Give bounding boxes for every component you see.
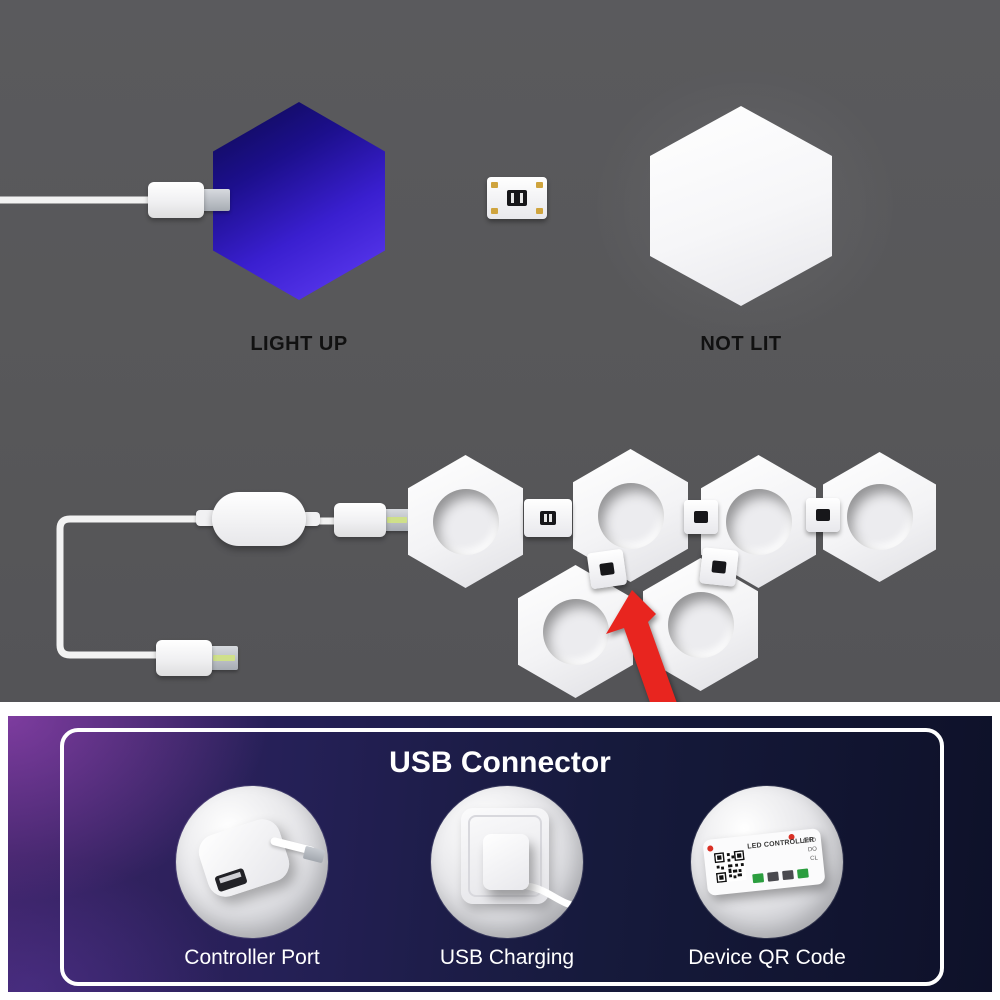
usb-connector-panel: USB Connector xyxy=(8,716,992,992)
mounting-hole xyxy=(542,598,609,665)
gold-pad-icon xyxy=(491,182,498,188)
panel-title: USB Connector xyxy=(389,746,611,779)
usb-plug-icon xyxy=(148,182,204,218)
gold-pad-icon xyxy=(536,182,543,188)
usb-plug-tip-icon xyxy=(202,189,230,211)
panel-border xyxy=(60,728,944,986)
pin-label: CL xyxy=(809,855,819,863)
connector-slot xyxy=(816,509,830,521)
splitter-nub xyxy=(196,510,216,526)
usb-connector-section: USB Connector xyxy=(0,702,1000,1000)
not-lit-label: NOT LIT xyxy=(700,333,782,355)
usb-charger xyxy=(483,834,529,890)
usb-plug-tip-icon xyxy=(384,509,410,531)
mounting-hole xyxy=(846,484,913,550)
device-qr-photo: LED CONTROLLER GND DO CL xyxy=(691,786,843,938)
gold-pad-icon xyxy=(491,208,498,214)
mounting-hole xyxy=(667,591,734,658)
connector-slot xyxy=(507,190,527,206)
hexagon-link-connector-icon xyxy=(586,548,628,590)
usb-plug-icon xyxy=(156,640,212,676)
usb-plug-icon xyxy=(334,503,386,537)
connector-slot xyxy=(694,511,708,523)
hexagon-link-connector-icon xyxy=(699,547,739,587)
charger-cable xyxy=(523,882,583,912)
controller-device xyxy=(194,814,294,902)
hexagon-link-connector-icon xyxy=(806,498,840,532)
connector-slot xyxy=(599,562,615,576)
hexagon-back xyxy=(408,455,523,588)
connector-slot xyxy=(540,511,556,525)
connector-slot xyxy=(711,560,727,574)
usb-plug-tip-icon xyxy=(210,646,238,670)
controller-port-photo xyxy=(176,786,328,938)
hexagon-link-connector-icon xyxy=(684,500,718,534)
usb-charging-photo xyxy=(431,786,583,938)
usb-charging-label: USB Charging xyxy=(439,946,575,969)
gold-pad-icon xyxy=(536,208,543,214)
device-qr-label: Device QR Code xyxy=(688,946,846,969)
mounting-hole xyxy=(597,482,664,549)
cable-connector xyxy=(302,845,326,864)
hexagon-back xyxy=(518,565,633,698)
mounting-hole xyxy=(432,488,499,555)
pin-labels: GND DO CL xyxy=(802,836,818,864)
usb-cables xyxy=(0,196,342,659)
led-controller-board: LED CONTROLLER GND DO CL xyxy=(702,827,826,897)
demo-section: LIGHT UP NOT LIT xyxy=(0,0,1000,714)
unlit-hexagon-light xyxy=(650,106,832,306)
usb-splitter xyxy=(212,492,306,546)
red-indicator-icon xyxy=(707,845,714,852)
hexagon-link-connector-icon xyxy=(487,177,547,219)
lit-hexagon-light xyxy=(213,102,385,300)
mounting-hole xyxy=(725,488,792,555)
splitter-nub xyxy=(302,512,320,526)
qr-code-icon xyxy=(713,850,747,884)
light-up-label: LIGHT UP xyxy=(250,333,348,355)
controller-port-label: Controller Port xyxy=(184,946,320,969)
hexagon-link-connector-icon xyxy=(524,499,572,537)
red-arrow-icon xyxy=(606,590,678,714)
certification-icons xyxy=(752,868,809,884)
